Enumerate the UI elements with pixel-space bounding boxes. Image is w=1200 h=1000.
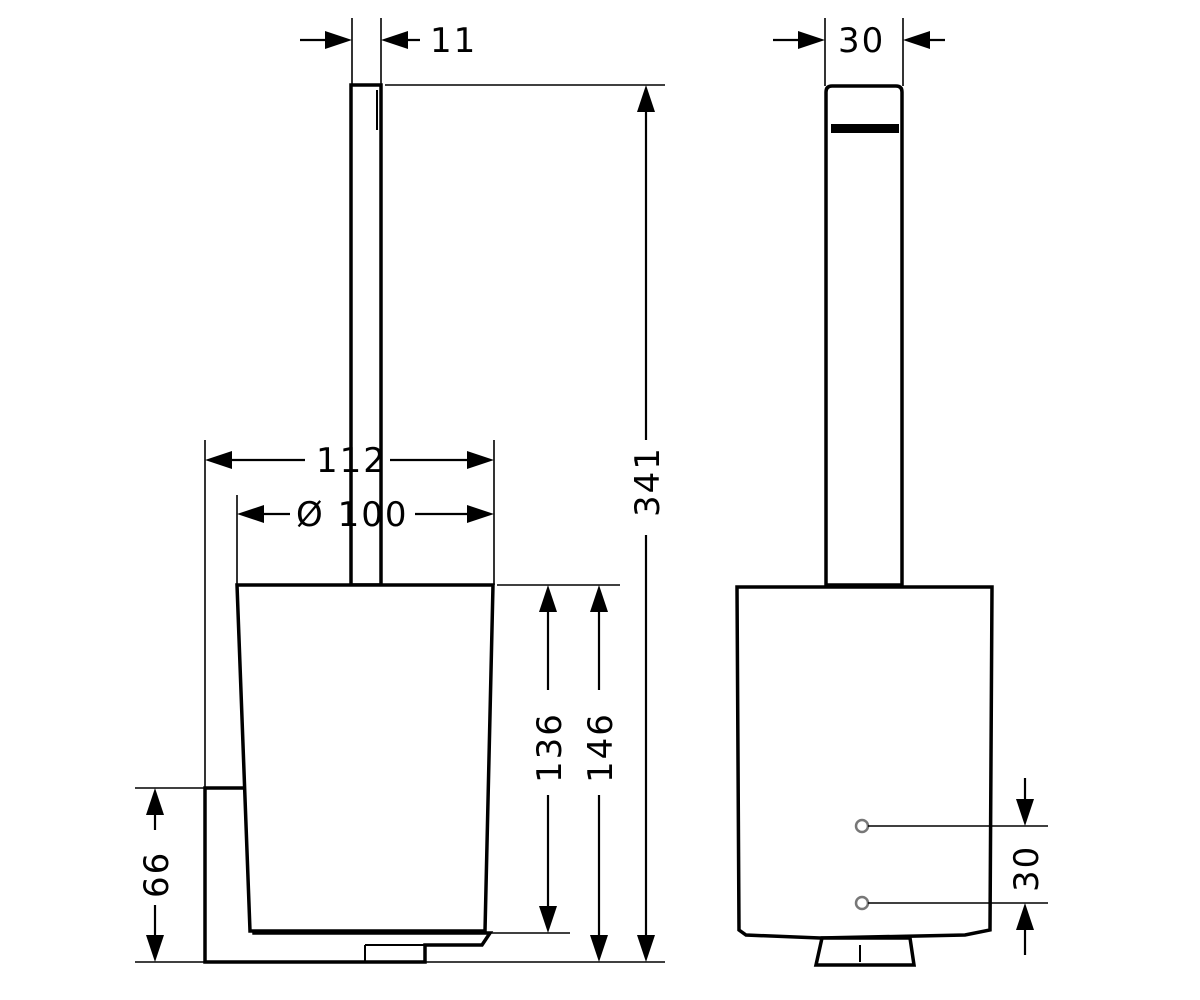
dim-136-top-arrow [539, 585, 557, 612]
dim-label-11: 11 [430, 21, 477, 61]
mounting-hole-lower [854, 895, 870, 911]
dim-30-top-left-arrow [798, 31, 825, 49]
dim-146-bottom-arrow [590, 935, 608, 962]
dim-136-bottom-arrow [539, 906, 557, 933]
dim-label-66: 66 [137, 851, 177, 898]
side-foot [813, 936, 917, 967]
dimension-lines [146, 31, 1034, 962]
dim-112-left-arrow [205, 451, 232, 469]
dimension-labels: 11 112 Ø 100 341 136 146 66 30 30 [137, 21, 1047, 898]
extension-lines [135, 18, 1048, 963]
dim-11-left-arrow [325, 31, 352, 49]
dim-11-right-arrow [381, 31, 408, 49]
dim-146-top-arrow [590, 585, 608, 612]
side-bowl [735, 585, 994, 940]
side-view [735, 84, 994, 967]
dim-label-100: Ø 100 [296, 495, 408, 535]
dim-100-left-arrow [237, 505, 264, 523]
mounting-hole-upper [854, 818, 870, 834]
front-view [203, 83, 495, 964]
dim-label-30-top: 30 [838, 21, 885, 61]
dim-341-top-arrow [637, 85, 655, 112]
dim-30-top-right-arrow [903, 31, 930, 49]
front-bowl [235, 583, 495, 933]
dim-label-146: 146 [581, 712, 621, 783]
side-handle-slot [831, 124, 899, 133]
dim-112-right-arrow [467, 451, 494, 469]
dim-66-top-arrow [146, 788, 164, 815]
dim-label-341: 341 [628, 446, 668, 517]
dim-label-30-right: 30 [1007, 845, 1047, 892]
dim-label-136: 136 [530, 712, 570, 783]
dim-66-bottom-arrow [146, 935, 164, 962]
dim-label-112: 112 [316, 441, 387, 481]
side-handle [824, 84, 904, 587]
dim-100-right-arrow [467, 505, 494, 523]
dim-30-right-top-arrow [1016, 799, 1034, 826]
dim-341-bottom-arrow [637, 935, 655, 962]
dim-30-right-bottom-arrow [1016, 903, 1034, 930]
